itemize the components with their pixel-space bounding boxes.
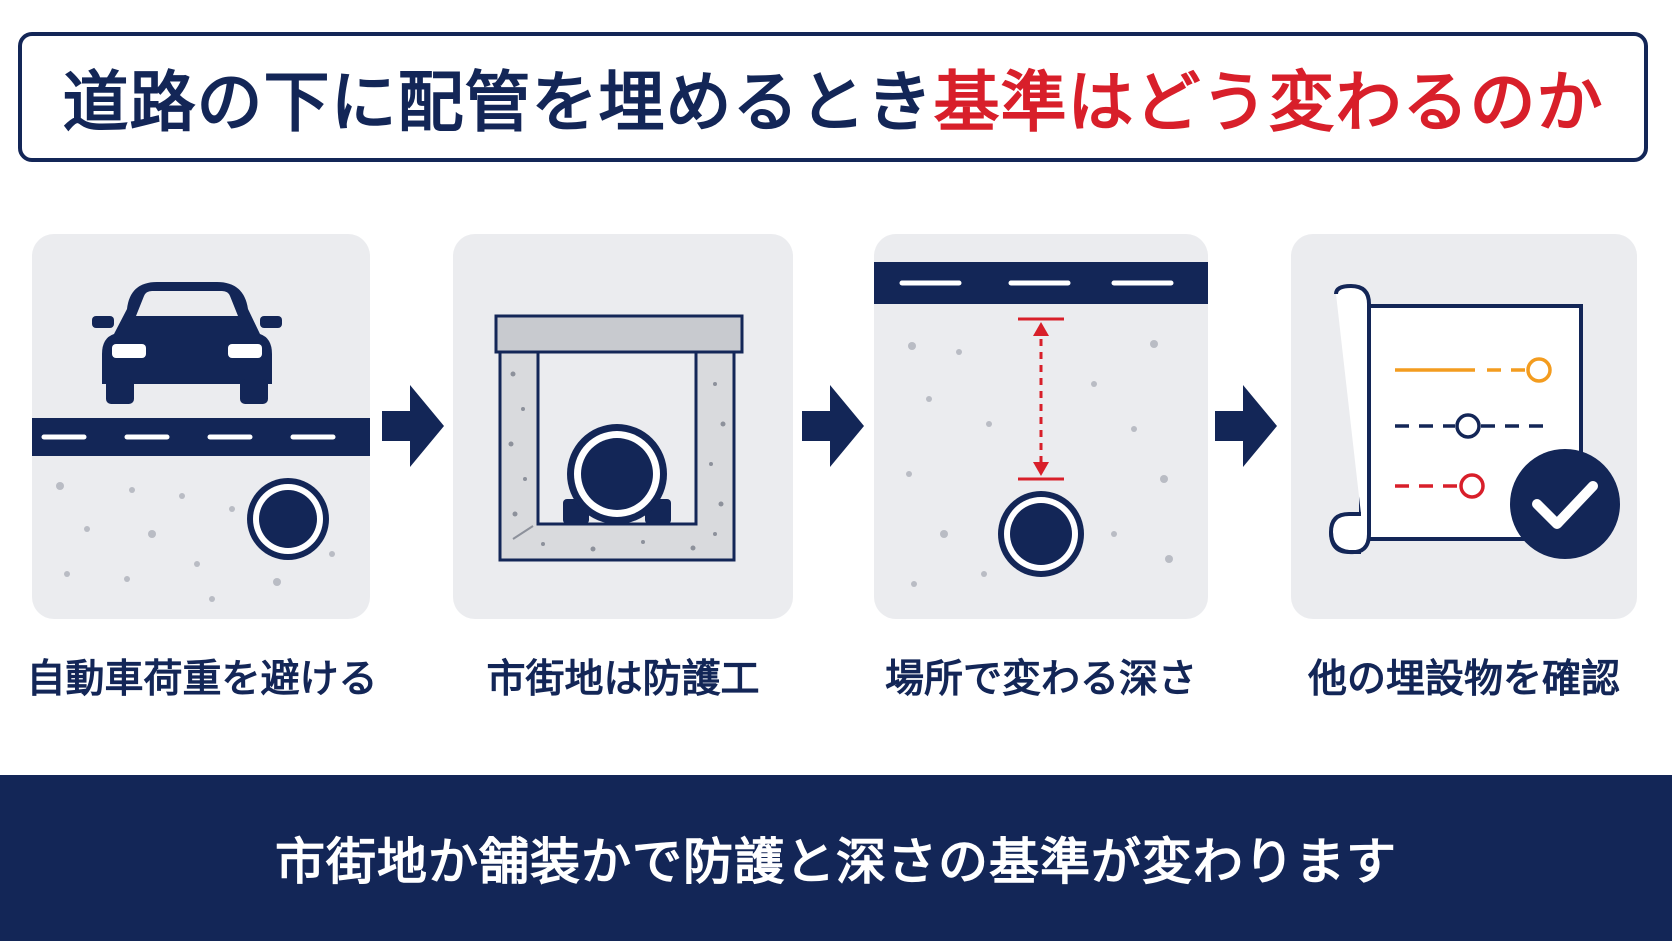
step-3-panel: [874, 234, 1208, 619]
step-2-panel: [453, 234, 793, 619]
arrow-icon: [1213, 383, 1279, 473]
step-2-caption: 市街地は防護工: [486, 657, 760, 702]
step-4-panel: [1291, 234, 1637, 619]
utility-map-check-icon: [1328, 283, 1620, 559]
step-1-panel: [32, 234, 370, 619]
title-accent: 基準はどう変わるのか: [933, 64, 1604, 141]
page-title: 道路の下に配管を埋めるとき基準はどう変わるのか: [63, 49, 1604, 145]
concrete-protection-box-icon: [494, 314, 744, 602]
title-box: 道路の下に配管を埋めるとき基準はどう変わるのか: [18, 32, 1648, 162]
step-3-caption: 場所で変わる深さ: [884, 657, 1197, 702]
arrow-icon: [380, 383, 446, 473]
title-main: 道路の下に配管を埋めるとき: [62, 64, 934, 141]
footer-banner: 市街地か舗装かで防護と深さの基準が変わります: [0, 775, 1672, 941]
arrow-icon: [800, 383, 866, 473]
step-4-caption: 他の埋設物を確認: [1307, 657, 1620, 702]
burial-depth-icon: [874, 262, 1208, 587]
footer-text: 市街地か舗装かで防護と深さの基準が変わります: [275, 833, 1397, 891]
car-over-pipe-icon: [32, 282, 370, 602]
step-1-caption: 自動車荷重を避ける: [26, 657, 378, 702]
